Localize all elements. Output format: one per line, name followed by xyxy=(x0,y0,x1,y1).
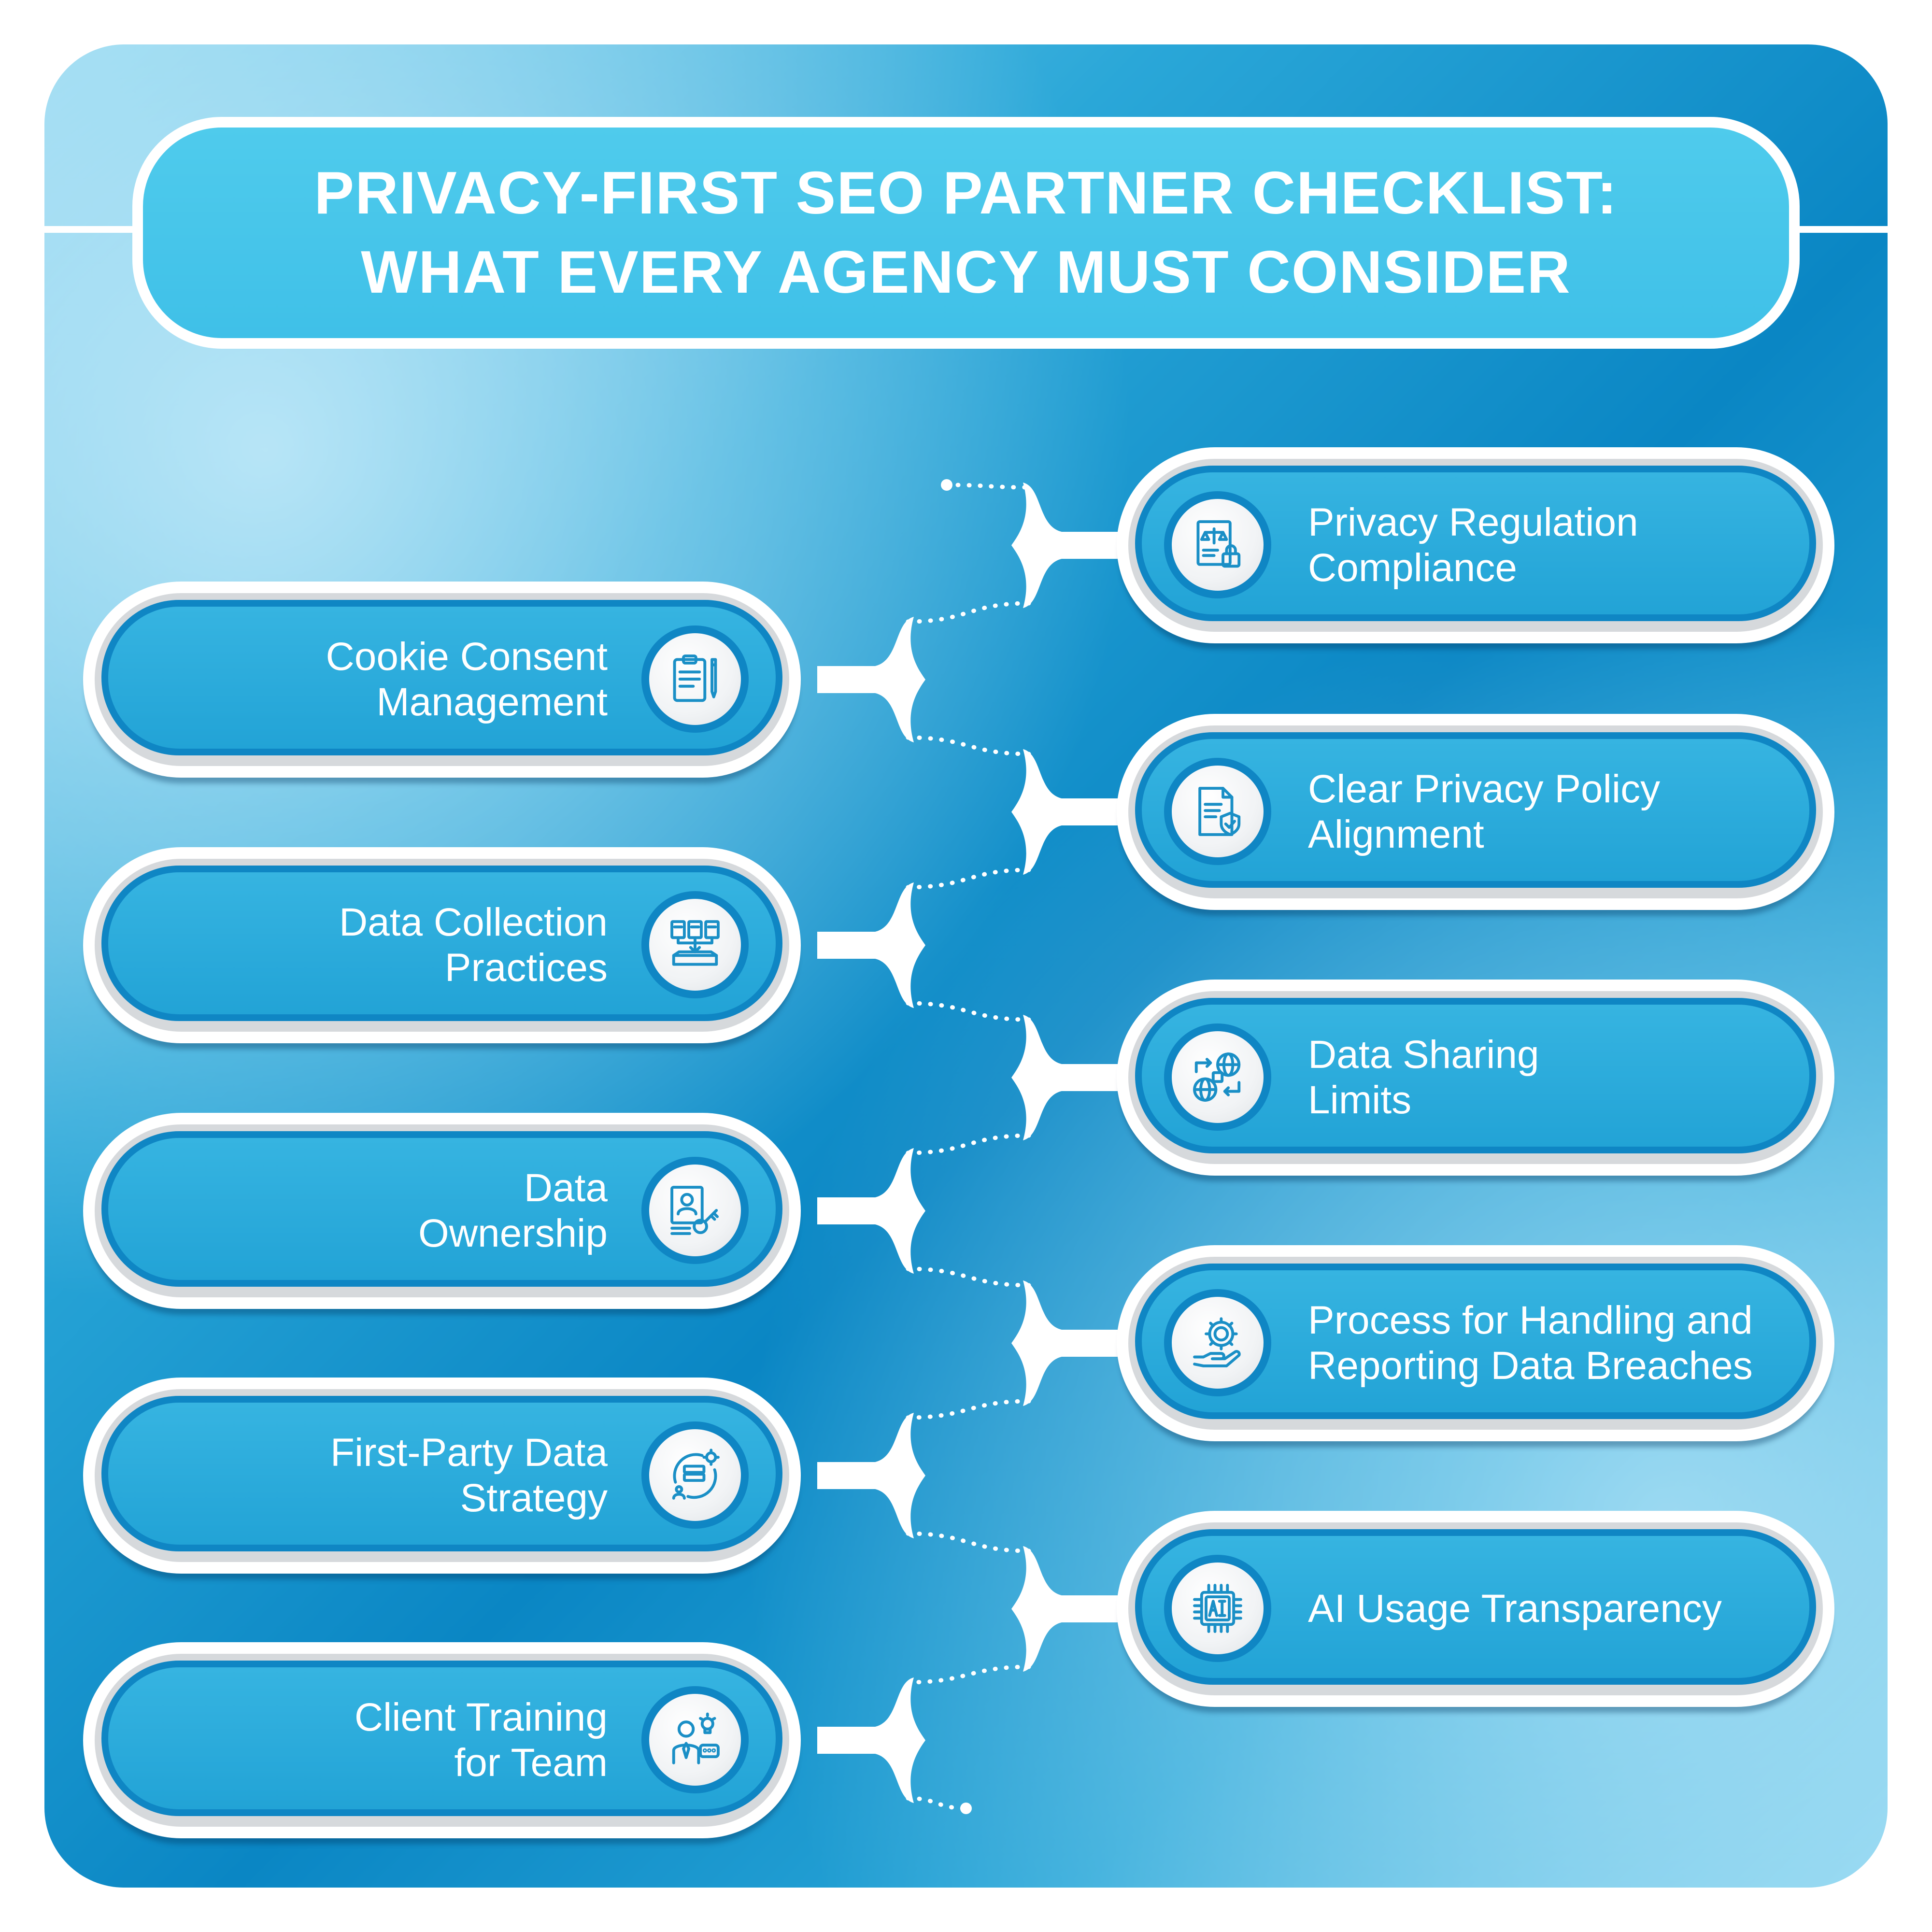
server-gear-icon xyxy=(672,1449,720,1500)
checklist-card-ai-usage: AI Usage Transparency xyxy=(1117,1511,1834,1707)
card-label-line2: for Team xyxy=(454,1741,608,1785)
law-document-lock-icon xyxy=(1196,520,1241,568)
card-label-line2: Strategy xyxy=(460,1476,608,1520)
trainer-idea-icon xyxy=(672,1712,720,1764)
documents-inbox-icon xyxy=(670,920,720,966)
title-line-left xyxy=(44,226,141,233)
title-line-1: PRIVACY-FIRST SEO PARTNER CHECKLIST: xyxy=(314,160,1618,227)
card-label-line1: Process for Handling and xyxy=(1308,1298,1753,1342)
card-label-line1: Data Collection xyxy=(339,900,608,944)
ai-chip-icon xyxy=(1193,1584,1242,1633)
document-shield-icon xyxy=(1198,787,1241,836)
card-label-line1: Cookie Consent xyxy=(326,635,608,679)
user-key-icon xyxy=(670,1186,719,1235)
card-label-line1: First-Party Data xyxy=(330,1431,608,1475)
card-label-line1: Privacy Regulation xyxy=(1308,500,1638,544)
globe-exchange-icon xyxy=(1193,1052,1241,1102)
card-label-line1: Data Sharing xyxy=(1308,1033,1539,1077)
card-label-line1: Data xyxy=(524,1166,608,1210)
card-label-line2: Practices xyxy=(444,946,608,990)
card-label-line1: Client Training xyxy=(354,1695,608,1739)
card-label-line2: Alignment xyxy=(1308,812,1484,856)
card-label-line2: Ownership xyxy=(418,1211,608,1255)
card-label-line2: Compliance xyxy=(1308,546,1517,590)
title-line-2: WHAT EVERY AGENCY MUST CONSIDER xyxy=(361,239,1571,306)
card-label-line2: Management xyxy=(376,680,608,724)
card-label-line2: Reporting Data Breaches xyxy=(1308,1344,1753,1388)
title-line-right xyxy=(1792,226,1888,233)
hand-gear-icon xyxy=(1193,1317,1241,1367)
clipboard-pen-icon xyxy=(673,654,717,702)
title-banner: PRIVACY-FIRST SEO PARTNER CHECKLIST: WHA… xyxy=(132,117,1800,349)
card-label-line2: Limits xyxy=(1308,1078,1412,1122)
card-label-line1: Clear Privacy Policy xyxy=(1308,767,1661,811)
card-label-line1: AI Usage Transparency xyxy=(1308,1587,1722,1631)
